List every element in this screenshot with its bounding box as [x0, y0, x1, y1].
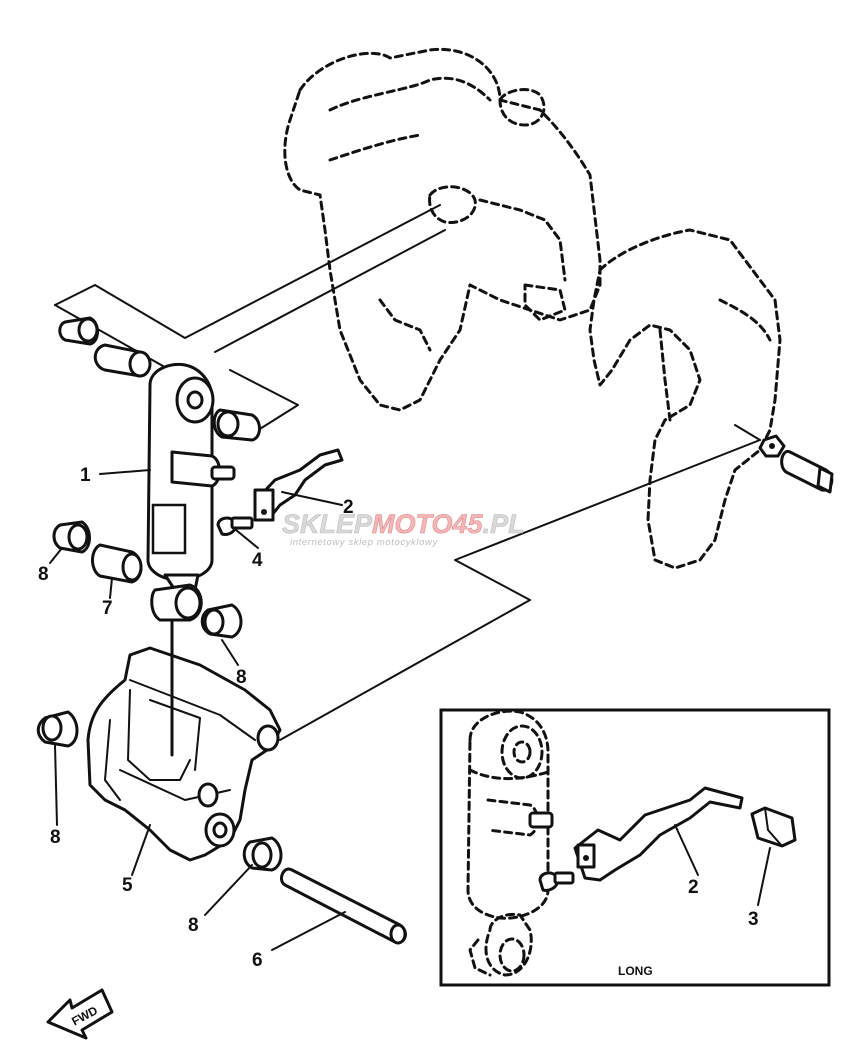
upper-bushing: [93, 343, 152, 378]
leader-lines: [54, 204, 761, 741]
callout-numbers: 1 2 4 8 7 8 8 5 8 6: [38, 465, 354, 971]
callout-4: 4: [252, 550, 263, 571]
lower-eye: [150, 583, 203, 622]
swivel-bracket: [86, 618, 282, 862]
tilt-cylinder: [146, 362, 236, 622]
inset-box: 2 3 LONG: [439, 708, 831, 987]
inset-cap: [750, 806, 797, 848]
bolt: [780, 449, 834, 494]
upper-collar-left: [58, 316, 99, 346]
bracket-outline: [283, 47, 782, 570]
inset-callout-3: 3: [748, 909, 759, 930]
callout-8-b: 8: [236, 667, 247, 688]
bushing-7: [91, 543, 143, 584]
inset-callout-2: 2: [688, 877, 699, 898]
upper-collar-right: [212, 408, 261, 442]
nut: [758, 434, 786, 458]
callout-5: 5: [122, 875, 133, 896]
inset-screw: [538, 871, 575, 892]
collar-8-a: [52, 520, 91, 554]
callout-6: 6: [252, 950, 263, 971]
lever-bracket: [253, 448, 344, 522]
screw: [216, 516, 254, 536]
watermark-tagline: internetowy sklep motocyklowy: [290, 537, 438, 548]
collar-8-b: [200, 603, 243, 639]
callout-8-d: 8: [188, 915, 199, 936]
watermark: SKLEPMOTO45.PL internetowy sklep motocyk…: [282, 509, 525, 548]
callout-8-c: 8: [50, 827, 61, 848]
callout-7: 7: [102, 598, 113, 619]
callout-8-a: 8: [38, 564, 49, 585]
inset-long-lever: [573, 786, 744, 882]
pin-shaft: [280, 867, 407, 945]
callout-2: 2: [343, 497, 354, 518]
collar-8-c: [36, 710, 79, 748]
callout-1: 1: [80, 465, 91, 486]
inset-label-long: LONG: [618, 964, 653, 978]
fwd-arrow: FWD: [46, 988, 114, 1040]
collar-8-d: [242, 836, 283, 872]
watermark-brand: SKLEPMOTO45.PL: [282, 509, 525, 539]
callout-leaders: [49, 469, 346, 951]
